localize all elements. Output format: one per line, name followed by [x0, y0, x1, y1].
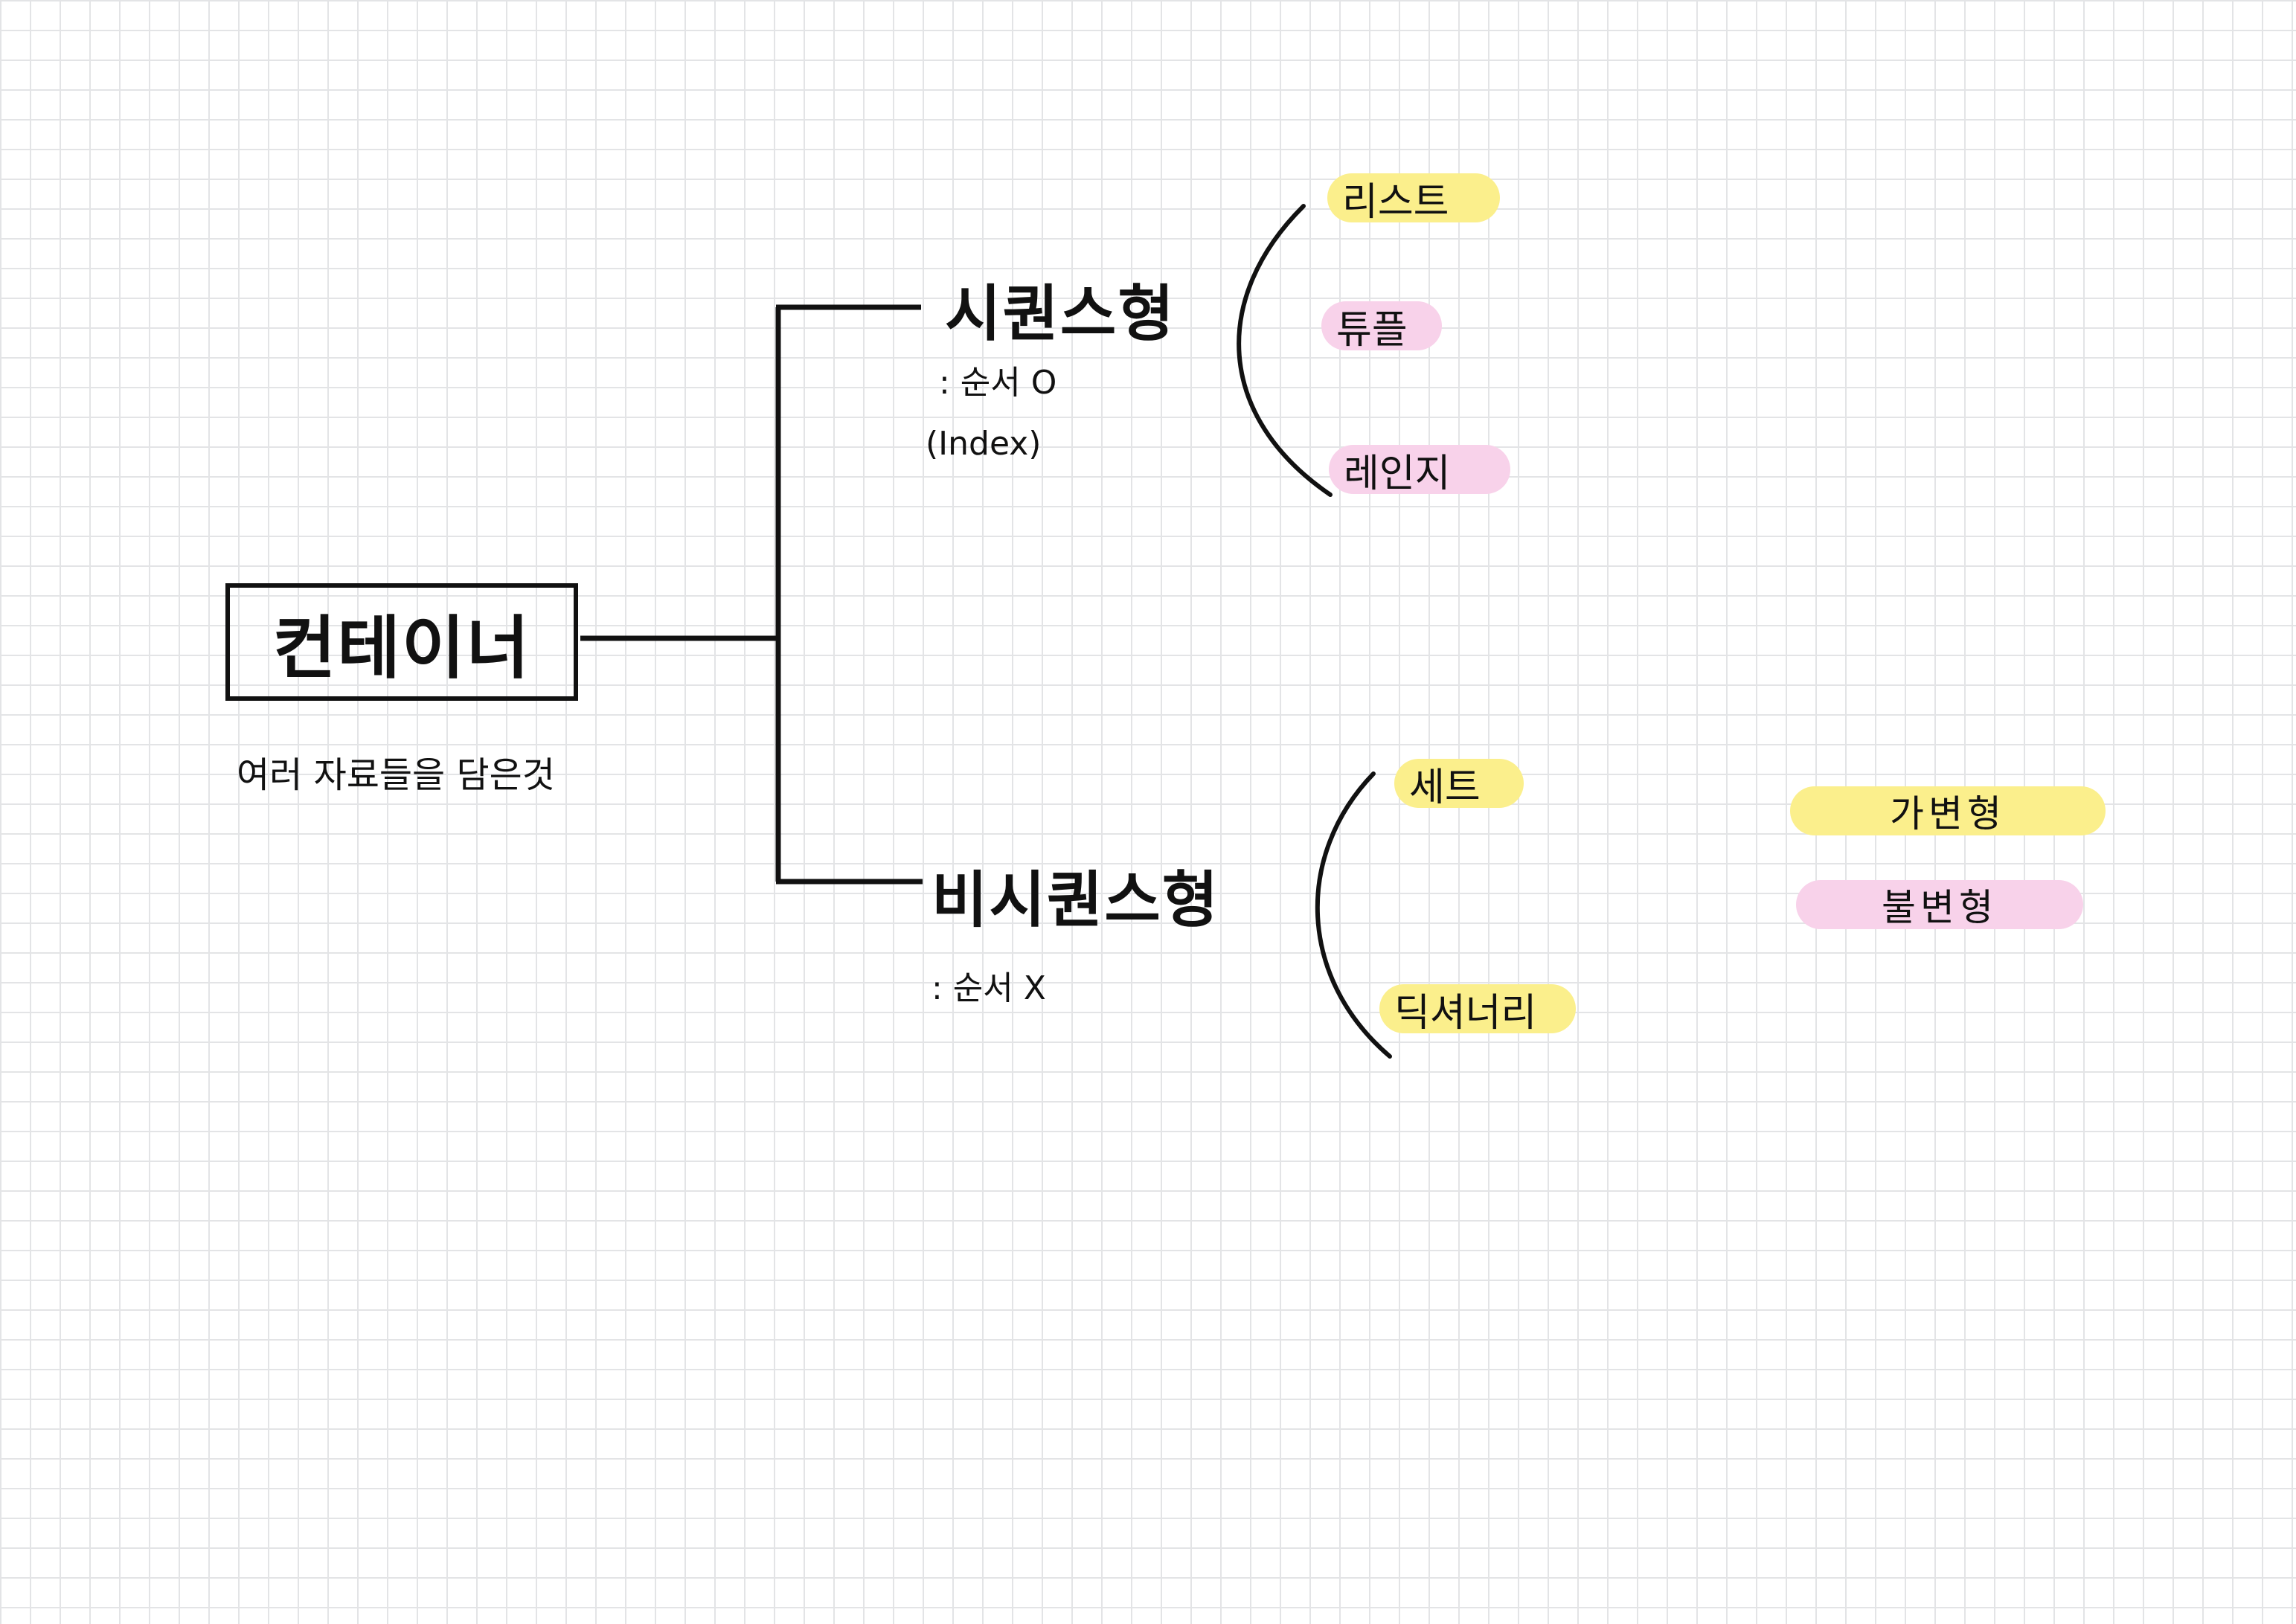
branch-sequence-note-2: (Index)	[926, 425, 1042, 463]
legend-mutable: 가변형	[1790, 786, 2106, 835]
item-dictionary-label: 딕셔너리	[1394, 990, 1537, 1036]
item-list-label: 리스트	[1342, 179, 1449, 225]
legend-immutable-label: 불변형	[1882, 886, 1998, 929]
legend-mutable-label: 가변형	[1890, 792, 2006, 835]
root-note: 여러 자료들을 담은것	[237, 754, 555, 796]
root-node: 컨테이너	[225, 583, 578, 701]
branch-sequence-note-1: : 순서 O	[939, 364, 1057, 402]
item-tuple: 튜플	[1321, 301, 1442, 353]
item-range: 레인지	[1329, 445, 1510, 496]
legend-immutable: 불변형	[1796, 880, 2083, 929]
root-label: 컨테이너	[272, 608, 531, 688]
non-sequence-brace	[1315, 771, 1392, 1059]
branch-non-sequence-title: 비시퀀스형	[931, 865, 1220, 936]
item-set-label: 세트	[1409, 765, 1481, 810]
item-tuple-label: 튜플	[1336, 307, 1408, 353]
branch-non-sequence-note-1: : 순서 X	[931, 969, 1046, 1007]
item-list: 리스트	[1327, 173, 1500, 225]
item-range-label: 레인지	[1344, 451, 1451, 496]
item-dictionary: 딕셔너리	[1379, 984, 1576, 1036]
branch-sequence-title: 시퀀스형	[945, 279, 1176, 350]
sequence-brace	[1237, 204, 1333, 497]
item-set: 세트	[1394, 759, 1524, 810]
